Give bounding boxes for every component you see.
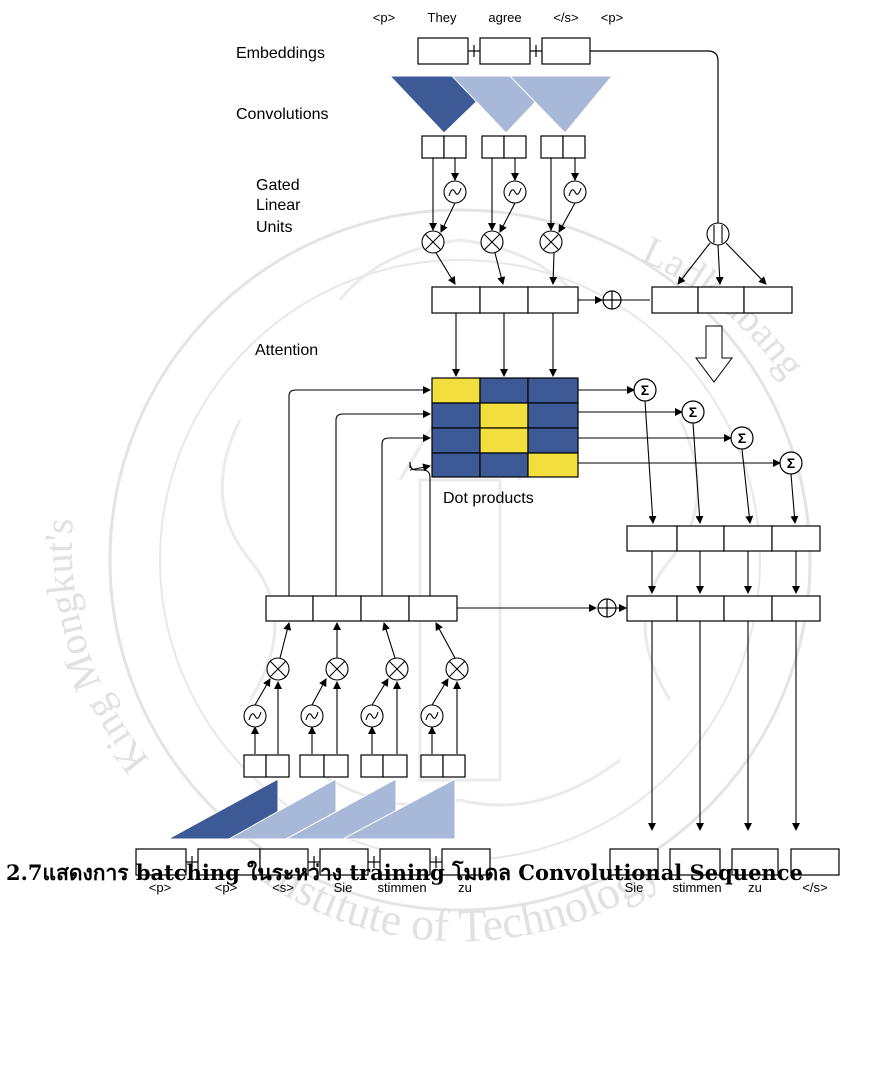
top-token-labels: <p> They agree </s> <p> — [373, 10, 623, 25]
top-token: They — [428, 10, 457, 25]
matrix-to-sum — [578, 390, 780, 463]
context-row — [627, 526, 820, 551]
top-token: <p> — [601, 10, 623, 25]
watermark-seal: King Mongkut's Ladkrabang Institute of T… — [36, 210, 815, 952]
glu-label-line2: Linear — [256, 197, 301, 214]
encoder-convolutions — [168, 779, 455, 839]
sum-icon: Σ — [641, 382, 649, 398]
encoder-glu — [244, 623, 468, 754]
sum-to-context — [645, 401, 795, 523]
attention-label: Attention — [255, 342, 318, 359]
figure-caption: 2.7แสดงการ batching ในระหว่าง training โ… — [6, 857, 878, 890]
key-arrows — [289, 390, 430, 596]
top-token: agree — [488, 10, 521, 25]
glu-label-line1: Gated — [256, 177, 300, 194]
embeddings-label: Embeddings — [236, 45, 325, 62]
encoder-conv-cells — [244, 755, 465, 777]
convolution-filters — [390, 76, 612, 133]
sum-icon: Σ — [689, 404, 697, 420]
add-node-bottom — [598, 599, 616, 617]
final-to-output — [652, 621, 796, 830]
convolutions-label: Convolutions — [236, 106, 329, 123]
encoder-row — [266, 596, 457, 621]
decoder-embedding-copy — [652, 287, 792, 313]
top-token: </s> — [553, 10, 578, 25]
final-decoder-row — [627, 596, 820, 621]
top-token: <p> — [373, 10, 395, 25]
sum-icon: Σ — [787, 455, 795, 471]
watermark-left-arc: King Mongkut's — [36, 517, 157, 783]
glu-top — [422, 158, 586, 284]
sum-icon: Σ — [738, 430, 746, 446]
attention-matrix — [432, 378, 578, 477]
glu-label-line3: Units — [256, 219, 292, 236]
sum-nodes: Σ Σ Σ Σ — [634, 379, 802, 474]
conv-output-cells — [422, 136, 585, 158]
dot-products-label: Dot products — [443, 490, 534, 507]
add-node-top — [603, 291, 621, 309]
decoder-to-attention — [456, 313, 553, 376]
decoder-state-row — [432, 287, 578, 313]
embedding-row — [418, 38, 590, 64]
